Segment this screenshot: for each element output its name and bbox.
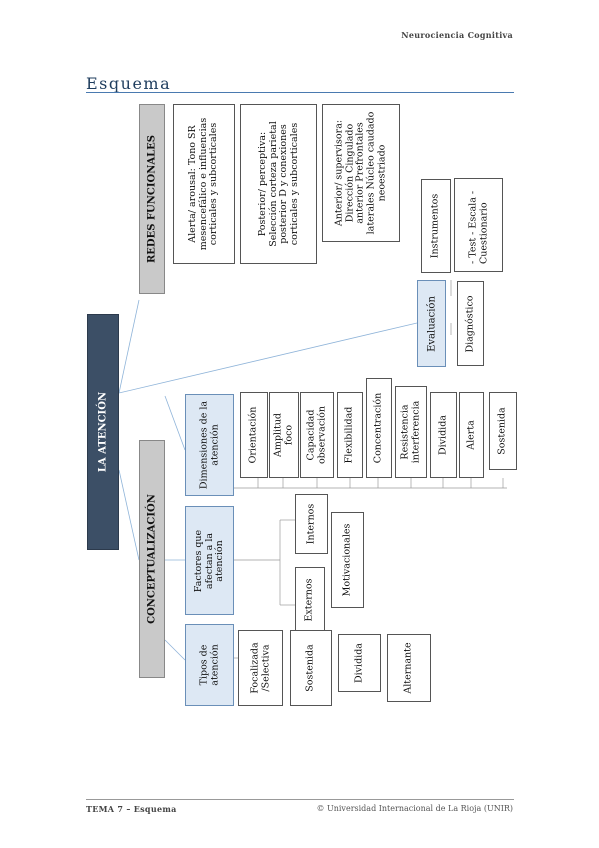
red-anterior-text: Anterior/ supervisora: Dirección Cingula… xyxy=(333,111,387,235)
page-title: Esquema xyxy=(86,74,172,93)
dimension-dividida: Dividida xyxy=(430,392,457,478)
red-anterior-node: Anterior/ supervisora: Dirección Cingula… xyxy=(322,104,400,242)
dimension-orientacion-label: Orientación xyxy=(247,406,259,464)
footer-copyright: © Universidad Internacional de La Rioja … xyxy=(316,804,513,813)
dimension-alerta-label: Alerta xyxy=(465,420,477,450)
dimension-capacidad-label: Capacidad observación xyxy=(305,405,327,465)
red-alerta-text: Alerta/ arousal: Tono SR mesencefálico e… xyxy=(187,117,220,251)
link-root-evaluacion xyxy=(118,322,418,394)
factores-label: Factores que afectan a la atención xyxy=(192,529,225,592)
redes-funcionales-node: REDES FUNCIONALES xyxy=(139,104,165,294)
tipo-dividida: Dividida xyxy=(338,634,381,692)
dimension-alerta: Alerta xyxy=(459,392,484,478)
tipos-node: Tipos de atención xyxy=(185,624,234,706)
diagnostico-node: Diagnóstico xyxy=(457,281,484,366)
instrumentos-list-text: - Test - Escala - Cuestionario xyxy=(466,190,489,264)
factor-motivacionales-label: Motivacionales xyxy=(341,523,353,597)
dimension-resistencia-label: Resistencia interferencia xyxy=(399,400,421,464)
tipo-sostenida-label: Sostenida xyxy=(304,644,316,692)
tipo-sostenida: Sostenida xyxy=(290,630,332,706)
root-label: LA ATENCIÓN xyxy=(97,391,109,473)
footer-topic: TEMA 7 – Esquema xyxy=(86,804,177,814)
dimension-orientacion: Orientación xyxy=(240,392,268,478)
factor-externos-label: Externos xyxy=(303,578,315,621)
footer-rule xyxy=(86,799,514,800)
conceptualizacion-label: CONCEPTUALIZACIÓN xyxy=(146,494,158,624)
title-rule xyxy=(86,92,514,93)
instrumentos-label: Instrumentos xyxy=(429,193,441,259)
link-concept-tipos xyxy=(164,639,186,661)
dimension-concentracion-label: Concentración xyxy=(372,392,384,464)
tipo-focalizada: Focalizada /Selectiva xyxy=(238,630,283,706)
diagnostico-label: Diagnóstico xyxy=(464,294,476,353)
red-alerta-node: Alerta/ arousal: Tono SR mesencefálico e… xyxy=(173,104,235,264)
factor-internos: Internos xyxy=(295,494,328,554)
conceptualizacion-node: CONCEPTUALIZACIÓN xyxy=(139,440,165,678)
dimension-sostenida: Sostenida xyxy=(489,392,517,470)
tipo-alternante: Alternante xyxy=(387,634,431,702)
dimension-amplitud: Amplitud foco xyxy=(269,392,299,478)
instrumentos-node: Instrumentos xyxy=(421,179,451,273)
dimensiones-node: Dimensiones de la atención xyxy=(185,394,234,496)
factor-externos: Externos xyxy=(295,567,325,632)
evaluacion-label: Evaluación xyxy=(425,295,437,352)
evaluacion-node: Evaluación xyxy=(417,280,446,367)
factor-motivacionales: Motivacionales xyxy=(331,512,364,608)
instrumentos-list-node: - Test - Escala - Cuestionario xyxy=(454,178,503,272)
tipos-label: Tipos de atención xyxy=(197,644,220,686)
dimension-sostenida-label: Sostenida xyxy=(496,407,508,455)
dimension-dividida-label: Dividida xyxy=(437,415,449,455)
link-root-concept xyxy=(118,469,140,561)
link-root-redes xyxy=(118,299,140,394)
redes-funcionales-label: REDES FUNCIONALES xyxy=(146,134,158,264)
red-posterior-text: Posterior/ perceptiva: Selección corteza… xyxy=(256,121,300,247)
dimension-concentracion: Concentración xyxy=(366,378,392,478)
factores-node: Factores que afectan a la atención xyxy=(185,506,234,615)
tipo-dividida-label: Dividida xyxy=(353,643,365,683)
factor-internos-label: Internos xyxy=(305,503,317,545)
dimensiones-label: Dimensiones de la atención xyxy=(197,400,220,490)
dimension-amplitud-label: Amplitud foco xyxy=(272,412,294,458)
red-posterior-node: Posterior/ perceptiva: Selección corteza… xyxy=(240,104,317,264)
dimension-flexibilidad: Flexibilidad xyxy=(337,392,363,478)
dimension-capacidad: Capacidad observación xyxy=(300,392,334,478)
dimension-flexibilidad-label: Flexibilidad xyxy=(343,406,355,464)
tipo-alternante-label: Alternante xyxy=(402,642,414,694)
link-concept-dimensiones xyxy=(164,395,186,451)
header-subject: Neurociencia Cognitiva xyxy=(401,30,513,40)
dimension-resistencia: Resistencia interferencia xyxy=(395,386,427,478)
root-node: LA ATENCIÓN xyxy=(87,314,119,550)
tipo-focalizada-label: Focalizada /Selectiva xyxy=(248,642,271,694)
